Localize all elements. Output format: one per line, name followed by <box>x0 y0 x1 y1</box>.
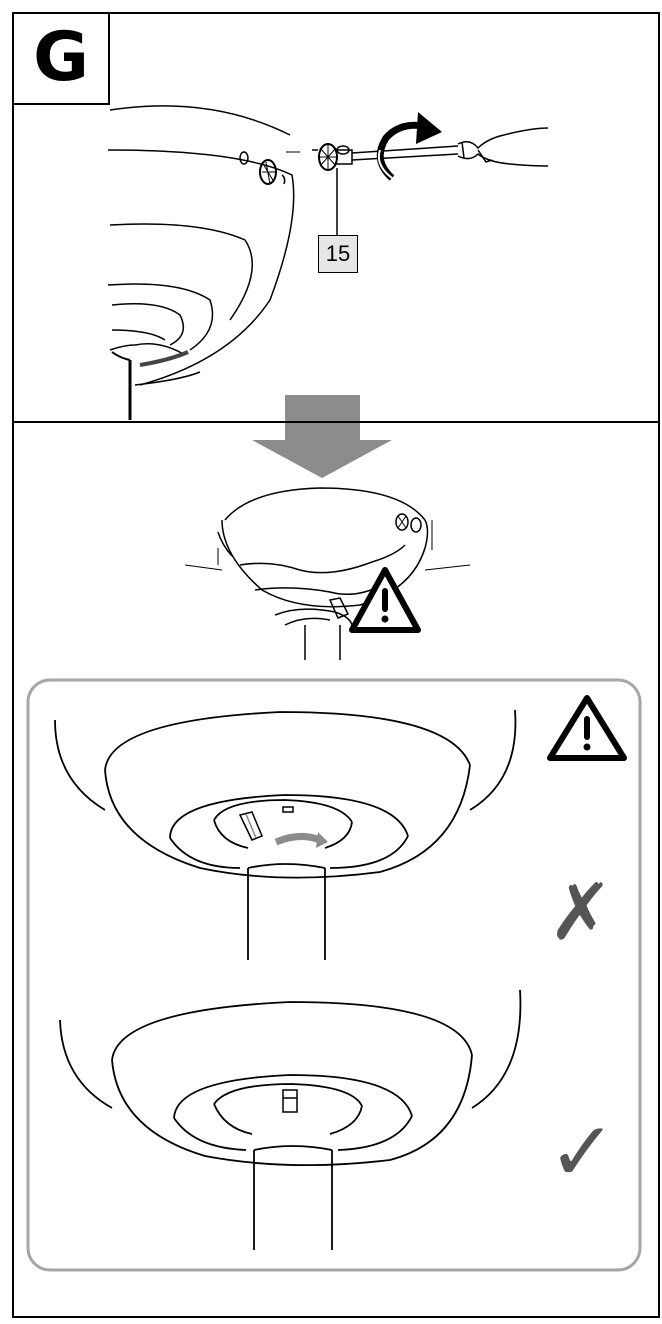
warning-triangle-icon <box>349 567 421 633</box>
locking-tab-correct <box>282 1089 298 1113</box>
screw-15 <box>312 143 353 171</box>
step-label-box: G <box>12 12 110 105</box>
screwdriver-icon <box>351 127 549 167</box>
detail-panel <box>26 678 642 1272</box>
rotate-arrow-gray <box>274 832 328 848</box>
base-correct-detail <box>59 989 522 1250</box>
page-frame <box>12 12 660 1318</box>
incorrect-mark-icon: ✗ <box>548 868 614 958</box>
locking-tab-incorrect <box>238 806 294 841</box>
screw-hole <box>239 151 300 185</box>
step-label: G <box>33 18 89 97</box>
base-incorrect-detail <box>54 709 517 960</box>
down-arrow-icon <box>252 395 392 478</box>
correct-mark-icon: ✓ <box>548 1105 617 1200</box>
section-divider <box>12 421 660 423</box>
part-callout-15: 15 <box>318 235 358 273</box>
lamp-base-top-view <box>107 105 295 420</box>
warning-triangle-icon <box>547 695 627 761</box>
screw-small <box>395 513 422 533</box>
locking-tab-small <box>328 597 350 619</box>
rotate-arrow-icon <box>376 112 442 181</box>
